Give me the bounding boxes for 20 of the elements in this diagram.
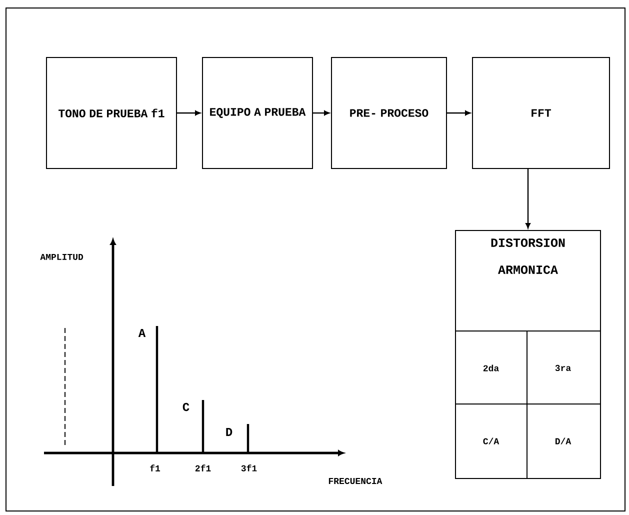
peak-label: A xyxy=(138,329,146,337)
arrow xyxy=(526,169,530,228)
table-cell: C/A xyxy=(483,438,500,444)
arrow xyxy=(177,110,200,116)
table-cell: 2da xyxy=(483,364,499,372)
table-cell: D/A xyxy=(556,438,572,444)
process-box: PRE- PROCESO xyxy=(331,57,447,169)
arrow xyxy=(313,110,330,116)
tick-label: 2f1 xyxy=(195,464,211,472)
axis-label: AMPLITUD xyxy=(40,254,84,260)
table-cell: 3ra xyxy=(555,364,571,372)
peak-label: C xyxy=(182,402,190,412)
tick-label: 3f1 xyxy=(241,464,257,472)
tick-label: f1 xyxy=(150,464,160,472)
process-box: TONO DE PRUEBA f1 xyxy=(46,57,177,169)
process-box: FFT xyxy=(472,57,610,169)
arrow xyxy=(447,110,470,116)
peak-label: D xyxy=(226,428,232,436)
process-box: EQUIPO A PRUEBA xyxy=(202,57,313,169)
axis-label: FRECUENCIA xyxy=(328,478,382,484)
